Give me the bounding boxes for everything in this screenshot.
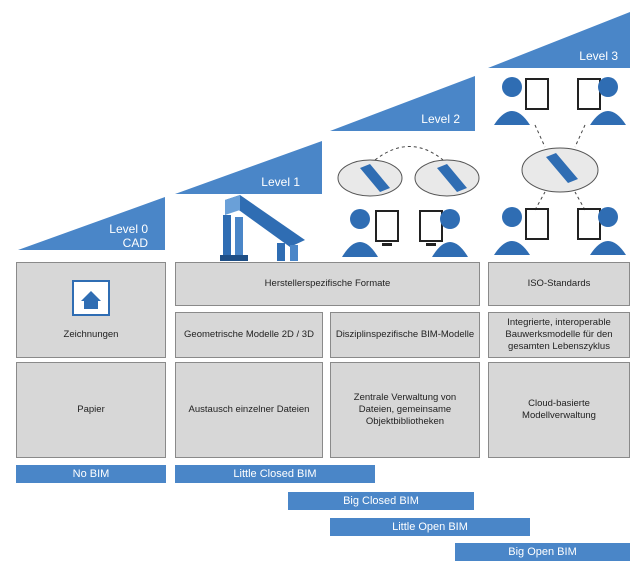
col3-row3-cell: Cloud-basierte Modellverwaltung <box>488 362 630 458</box>
col3-header-cell: ISO-Standards <box>488 262 630 306</box>
col1-row2a-cell: Geometrische Modelle 2D / 3D <box>175 312 323 358</box>
level-0-label: Level 0 CAD <box>109 222 148 250</box>
col1-header-text: Herstellerspezifische Formate <box>264 278 391 289</box>
level-1-label: Level 1 <box>261 175 300 189</box>
level2-clouds <box>337 146 480 197</box>
col0-drawing-icon-cell: Zeichnungen <box>16 262 166 358</box>
col3-header-text: ISO-Standards <box>527 278 591 289</box>
col1-row3b-text: Zentrale Verwaltung von Dateien, gemeins… <box>353 392 457 427</box>
bar-big-closed-bim: Big Closed BIM <box>288 492 474 510</box>
col1-row3b-cell: Zentrale Verwaltung von Dateien, gemeins… <box>330 362 480 458</box>
col1-row3a-text: Austausch einzelner Dateien <box>188 404 310 415</box>
level-0-subtitle: CAD <box>122 236 148 250</box>
level-1-wedge <box>175 141 322 194</box>
bar-little-closed-bim: Little Closed BIM <box>175 465 375 483</box>
level3-network <box>494 77 626 255</box>
col0-row3-text: Papier <box>77 404 105 415</box>
level-2-wedge <box>330 76 475 131</box>
level-2-label: Level 2 <box>421 112 460 126</box>
drawing-icon <box>72 280 110 316</box>
col3-row2-text: Integrierte, interoperable Bauwerksmodel… <box>505 317 613 352</box>
level-3-wedge <box>488 12 630 68</box>
col1-row2a-text: Geometrische Modelle 2D / 3D <box>184 329 314 340</box>
bar-no-bim: No BIM <box>16 465 166 483</box>
level2-users <box>342 209 468 257</box>
col1-header-cell: Herstellerspezifische Formate <box>175 262 480 306</box>
col0-row3-cell: Papier <box>16 362 166 458</box>
level-3-label: Level 3 <box>579 49 618 63</box>
bim-object-icon <box>220 195 305 261</box>
col3-row2-cell: Integrierte, interoperable Bauwerksmodel… <box>488 312 630 358</box>
level-wedges <box>18 12 630 250</box>
level-0-title: Level 0 <box>109 222 148 236</box>
col1-row3a-cell: Austausch einzelner Dateien <box>175 362 323 458</box>
col0-row2-text: Zeichnungen <box>63 329 119 340</box>
bar-little-open-bim: Little Open BIM <box>330 518 530 536</box>
level-0-wedge <box>18 197 165 250</box>
bar-big-open-bim: Big Open BIM <box>455 543 630 561</box>
col1-row2b-cell: Disziplinspezifische BIM-Modelle <box>330 312 480 358</box>
col3-row3-text: Cloud-basierte Modellverwaltung <box>522 398 596 421</box>
col1-row2b-text: Disziplinspezifische BIM-Modelle <box>335 329 475 340</box>
